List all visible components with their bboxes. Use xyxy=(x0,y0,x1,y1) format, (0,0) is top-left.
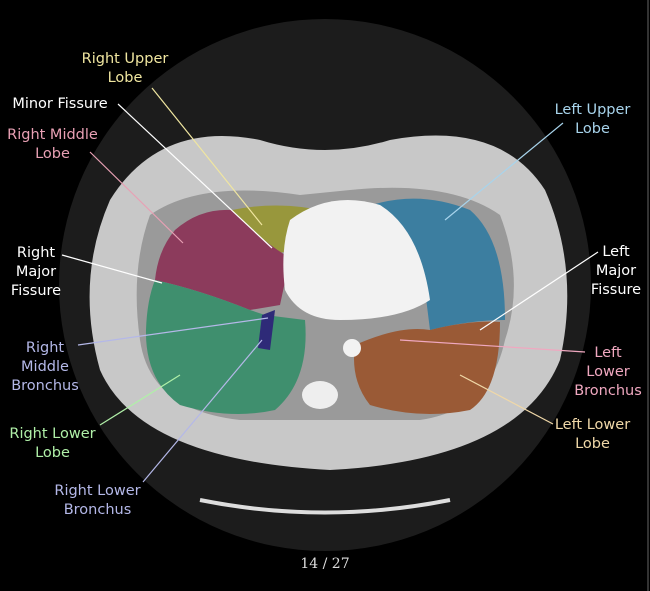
label-right-lower-lobe: Right Lower Lobe xyxy=(9,426,96,461)
right-bronchus-segment xyxy=(258,310,275,350)
label-left-lower-bronchus: Left Lower Bronchus xyxy=(574,345,642,399)
label-minor-fissure: Minor Fissure xyxy=(12,96,108,112)
right-lower-lobe-segment xyxy=(145,280,306,414)
leader-left-lower-lobe xyxy=(459,374,554,425)
left-lower-lobe-segment xyxy=(354,321,500,414)
label-left-lower-lobe: Left Lower Lobe xyxy=(554,417,631,452)
leader-right-upper-lobe xyxy=(151,87,263,226)
scrollbar[interactable] xyxy=(647,0,649,591)
leader-minor-fissure xyxy=(117,103,273,249)
label-left-major-fissure: Left Major Fissure xyxy=(590,244,642,298)
scanner-table xyxy=(199,498,451,515)
leader-left-major-fissure xyxy=(479,251,599,331)
leader-left-upper-lobe xyxy=(444,122,564,221)
label-left-upper-lobe: Left Upper Lobe xyxy=(554,102,631,137)
leader-right-lower-lobe xyxy=(99,374,181,426)
leader-right-middle-bronchus xyxy=(77,317,269,346)
vertebra xyxy=(302,381,338,409)
label-right-middle-lobe: Right Middle Lobe xyxy=(7,127,98,162)
leader-lines xyxy=(61,87,599,483)
leader-left-lower-bronchus xyxy=(399,339,586,353)
label-right-upper-lobe: Right Upper Lobe xyxy=(81,51,169,86)
leader-right-major-fissure xyxy=(61,254,163,284)
leader-right-lower-bronchus xyxy=(142,339,263,483)
label-right-major-fissure: Right Major Fissure xyxy=(10,245,62,299)
leader-right-middle-lobe xyxy=(89,151,184,244)
right-middle-lobe-segment xyxy=(155,209,290,310)
slice-counter: 14 / 27 xyxy=(300,556,350,572)
label-right-lower-bronchus: Right Lower Bronchus xyxy=(54,483,141,518)
heart-mediastinum xyxy=(283,200,430,320)
aorta xyxy=(343,339,361,357)
label-right-middle-bronchus: Right Middle Bronchus xyxy=(11,340,79,394)
